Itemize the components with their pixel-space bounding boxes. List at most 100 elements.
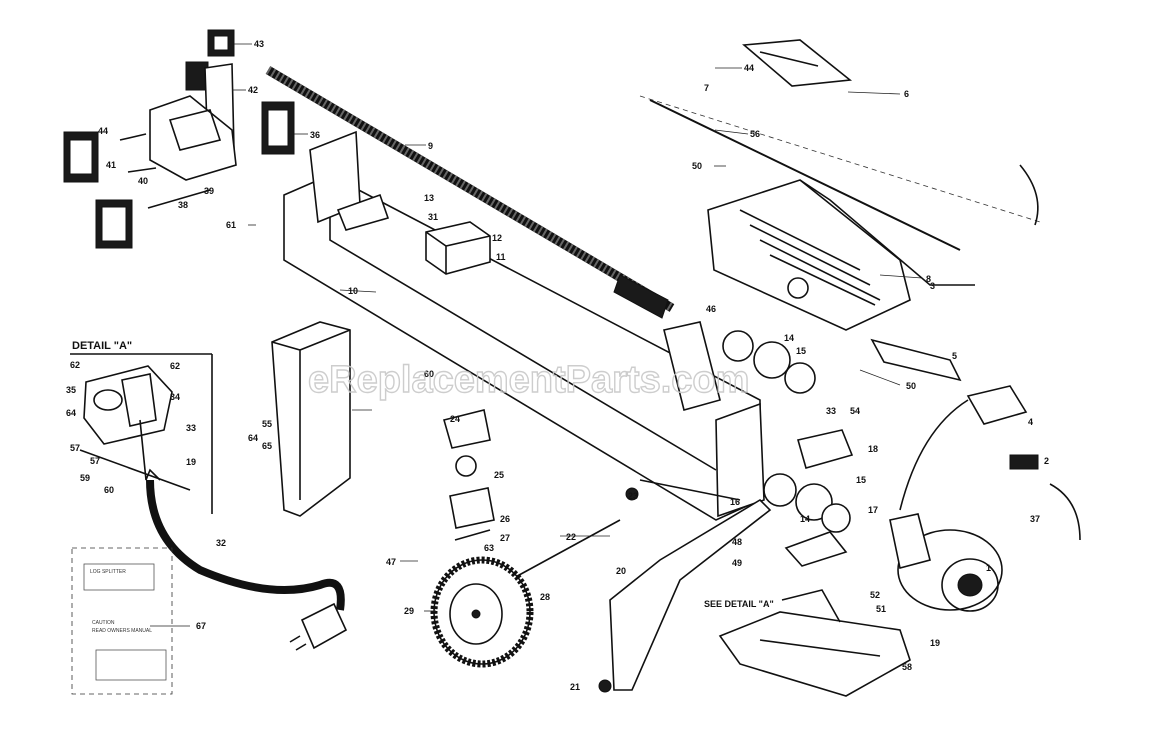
part-label-64: 64 (248, 433, 258, 443)
part-label-6: 6 (904, 89, 909, 99)
part-label-12: 12 (492, 233, 502, 243)
gear-set (722, 330, 851, 533)
part-label-11: 11 (496, 252, 506, 262)
part-label-31: 31 (428, 212, 438, 222)
plug (300, 602, 348, 650)
part-label-35: 35 (66, 385, 76, 395)
part-label-9: 9 (428, 141, 433, 151)
part-label-14: 14 (784, 333, 794, 343)
motor-1 (889, 513, 1003, 612)
part-label-16: 16 (730, 497, 740, 507)
part-label-14: 14 (800, 514, 810, 524)
mount-bracket (149, 95, 237, 181)
power-cord-32 (146, 479, 348, 651)
part-label-25: 25 (494, 470, 504, 480)
part-label-61: 61 (226, 220, 236, 230)
support-leg-31 (271, 321, 351, 517)
part-label-56: 56 (750, 129, 760, 139)
part-label-20: 20 (616, 566, 626, 576)
part-label-24: 24 (450, 414, 460, 424)
part-label-54: 54 (850, 406, 860, 416)
part-label-48: 48 (732, 537, 742, 547)
part-label-44: 44 (744, 63, 754, 73)
part-label-46: 46 (706, 304, 716, 314)
part-label-8: 8 (926, 274, 931, 284)
part-label-42: 42 (248, 85, 258, 95)
part-label-22: 22 (566, 532, 576, 542)
part-label-51: 51 (876, 604, 886, 614)
part-label-65: 65 (262, 441, 272, 451)
part-label-60: 60 (424, 369, 434, 379)
part-label-36: 36 (310, 130, 320, 140)
part-label-67: 67 (196, 621, 206, 631)
foot-21 (598, 679, 612, 693)
part-label-4: 4 (1028, 417, 1033, 427)
rod-nut (613, 274, 669, 319)
rear-bracket-assembly (63, 29, 295, 249)
main-beam-10 (283, 130, 761, 521)
part-label-62: 62 (70, 360, 80, 370)
part-label-23: 23 (628, 491, 638, 501)
part-label-40: 40 (138, 176, 148, 186)
part-label-64: 64 (66, 408, 76, 418)
part-label-2: 2 (1044, 456, 1049, 466)
part-label-15: 15 (796, 346, 806, 356)
part-label-17: 17 (868, 505, 878, 515)
cap-block-43 (207, 29, 235, 57)
part-label-33: 33 (186, 423, 196, 433)
gear-cover-8 (707, 179, 975, 331)
part-label-21: 21 (570, 682, 580, 692)
part-label-13: 13 (424, 193, 434, 203)
part-label-59: 59 (80, 473, 90, 483)
watermark: eReplacementParts.com (308, 359, 749, 401)
log-tray-19 (718, 531, 911, 697)
top-rail-assembly (639, 39, 1041, 251)
part-label-43: 43 (254, 39, 264, 49)
switch-assembly (899, 385, 1081, 541)
part-label-62: 62 (170, 361, 180, 371)
part-label-3: 3 (930, 281, 935, 291)
part-label-29: 29 (404, 606, 414, 616)
part-label-33: 33 (826, 406, 836, 416)
part-label-32: 32 (216, 538, 226, 548)
part-label-26: 26 (500, 514, 510, 524)
cover-plate-6 (742, 39, 853, 87)
decal-line-1: LOG SPLITTER (90, 569, 126, 575)
part-label-52: 52 (870, 590, 880, 600)
part-labels: 4342369444041393861133112111074465650834… (66, 39, 1049, 692)
part-label-57: 57 (70, 443, 80, 453)
part-label-28: 28 (540, 592, 550, 602)
part-label-57: 57 (90, 456, 100, 466)
decal-67 (71, 547, 173, 695)
gearbox-upright (663, 321, 962, 518)
part-label-50: 50 (906, 381, 916, 391)
part-label-58: 58 (902, 662, 912, 672)
part-label-1: 1 (986, 563, 991, 573)
leg-20 (598, 479, 772, 693)
part-label-60: 60 (104, 485, 114, 495)
screw-rod-9 (265, 66, 675, 319)
part-label-47: 47 (386, 557, 396, 567)
decal-line-3: READ OWNERS MANUAL (92, 628, 152, 634)
part-label-10: 10 (348, 286, 358, 296)
part-label-34: 34 (170, 392, 180, 402)
bracket-18 (796, 429, 854, 469)
part-label-38: 38 (178, 200, 188, 210)
part-label-7: 7 (704, 83, 709, 93)
part-label-5: 5 (952, 351, 957, 361)
part-label-19: 19 (186, 457, 196, 467)
part-label-18: 18 (868, 444, 878, 454)
part-label-27: 27 (500, 533, 510, 543)
detail-a (70, 353, 213, 514)
part-label-63: 63 (484, 543, 494, 553)
part-label-15: 15 (856, 475, 866, 485)
part-label-37: 37 (1030, 514, 1040, 524)
wheel-assembly (430, 409, 639, 668)
see-detail-a-label: SEE DETAIL "A" (704, 599, 774, 609)
part-label-44: 44 (98, 126, 108, 136)
part-label-49: 49 (732, 558, 742, 568)
decal-line-2: CAUTION (92, 620, 115, 626)
leader-lines (150, 43, 923, 627)
